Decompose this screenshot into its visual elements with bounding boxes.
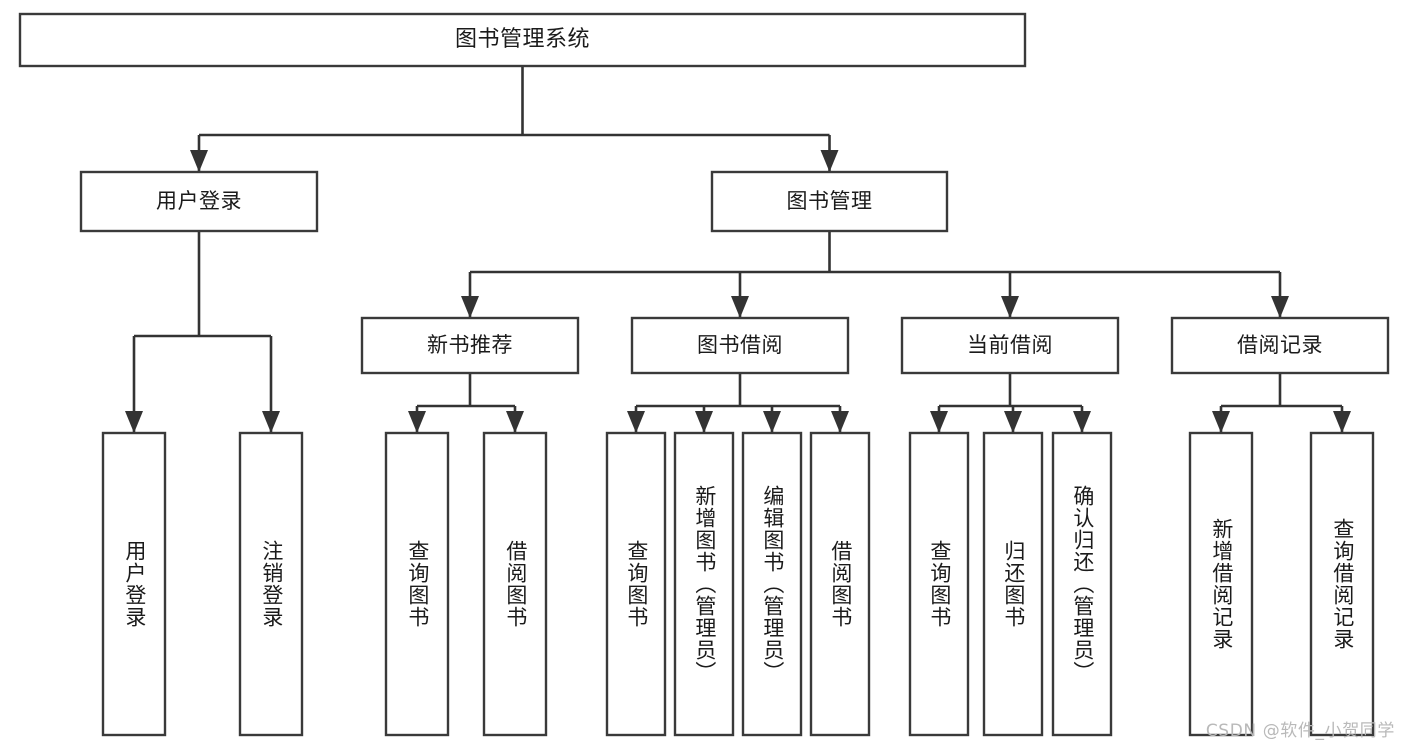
node-box-leaf-confirm-return: [1051, 431, 1113, 737]
node-box-current-borrow: [900, 316, 1120, 375]
arrow-head-icon-book-management: [820, 150, 839, 172]
arrow-head-icon-book-borrow: [731, 296, 749, 318]
node-box-leaf-edit-book: [741, 431, 803, 737]
node-box-leaf-add-borrow-record: [1188, 431, 1254, 737]
node-box-leaf-query-book-2: [605, 431, 667, 737]
arrow-head-icon-leaf-borrow-book-2: [831, 411, 849, 433]
node-box-leaf-query-borrow-record: [1309, 431, 1375, 737]
node-box-new-book-recommend: [360, 316, 580, 375]
node-box-leaf-borrow-book-2: [809, 431, 871, 737]
arrow-head-icon-leaf-edit-book: [763, 411, 781, 433]
node-box-leaf-borrow-book-1: [482, 431, 548, 737]
box-layer: [18, 12, 1390, 737]
node-box-leaf-user-logout: [238, 431, 304, 737]
arrow-head-icon-leaf-add-book: [695, 411, 713, 433]
node-box-leaf-return-book: [982, 431, 1044, 737]
node-box-leaf-query-book-3: [908, 431, 970, 737]
node-box-user-login: [79, 170, 319, 233]
arrow-head-icon-leaf-query-book-3: [930, 411, 948, 433]
arrow-head-icon-leaf-query-book-2: [627, 411, 645, 433]
arrow-head-icon-leaf-query-borrow-record: [1333, 411, 1351, 433]
arrow-head-icon-leaf-user-logout: [262, 411, 280, 433]
node-box-book-borrow: [630, 316, 850, 375]
arrow-head-icon-current-borrow: [1001, 296, 1019, 318]
arrow-head-icon-borrow-record: [1271, 296, 1289, 318]
arrow-head-icon-leaf-query-book-1: [408, 411, 426, 433]
node-box-leaf-add-book: [673, 431, 735, 737]
connector-layer: [125, 66, 1351, 433]
arrow-head-icon-leaf-borrow-book-1: [506, 411, 524, 433]
arrow-head-icon-user-login: [190, 150, 208, 172]
node-box-leaf-query-book-1: [384, 431, 450, 737]
node-box-borrow-record: [1170, 316, 1390, 375]
arrow-head-icon-leaf-user-login: [125, 411, 143, 433]
arrow-head-icon-leaf-add-borrow-record: [1212, 411, 1230, 433]
node-box-book-management: [710, 170, 949, 233]
node-box-root: [18, 12, 1027, 68]
arrow-head-icon-leaf-confirm-return: [1073, 411, 1091, 433]
arrow-head-icon-new-book-recommend: [461, 296, 479, 318]
arrow-head-icon-leaf-return-book: [1004, 411, 1022, 433]
node-box-leaf-user-login: [101, 431, 167, 737]
